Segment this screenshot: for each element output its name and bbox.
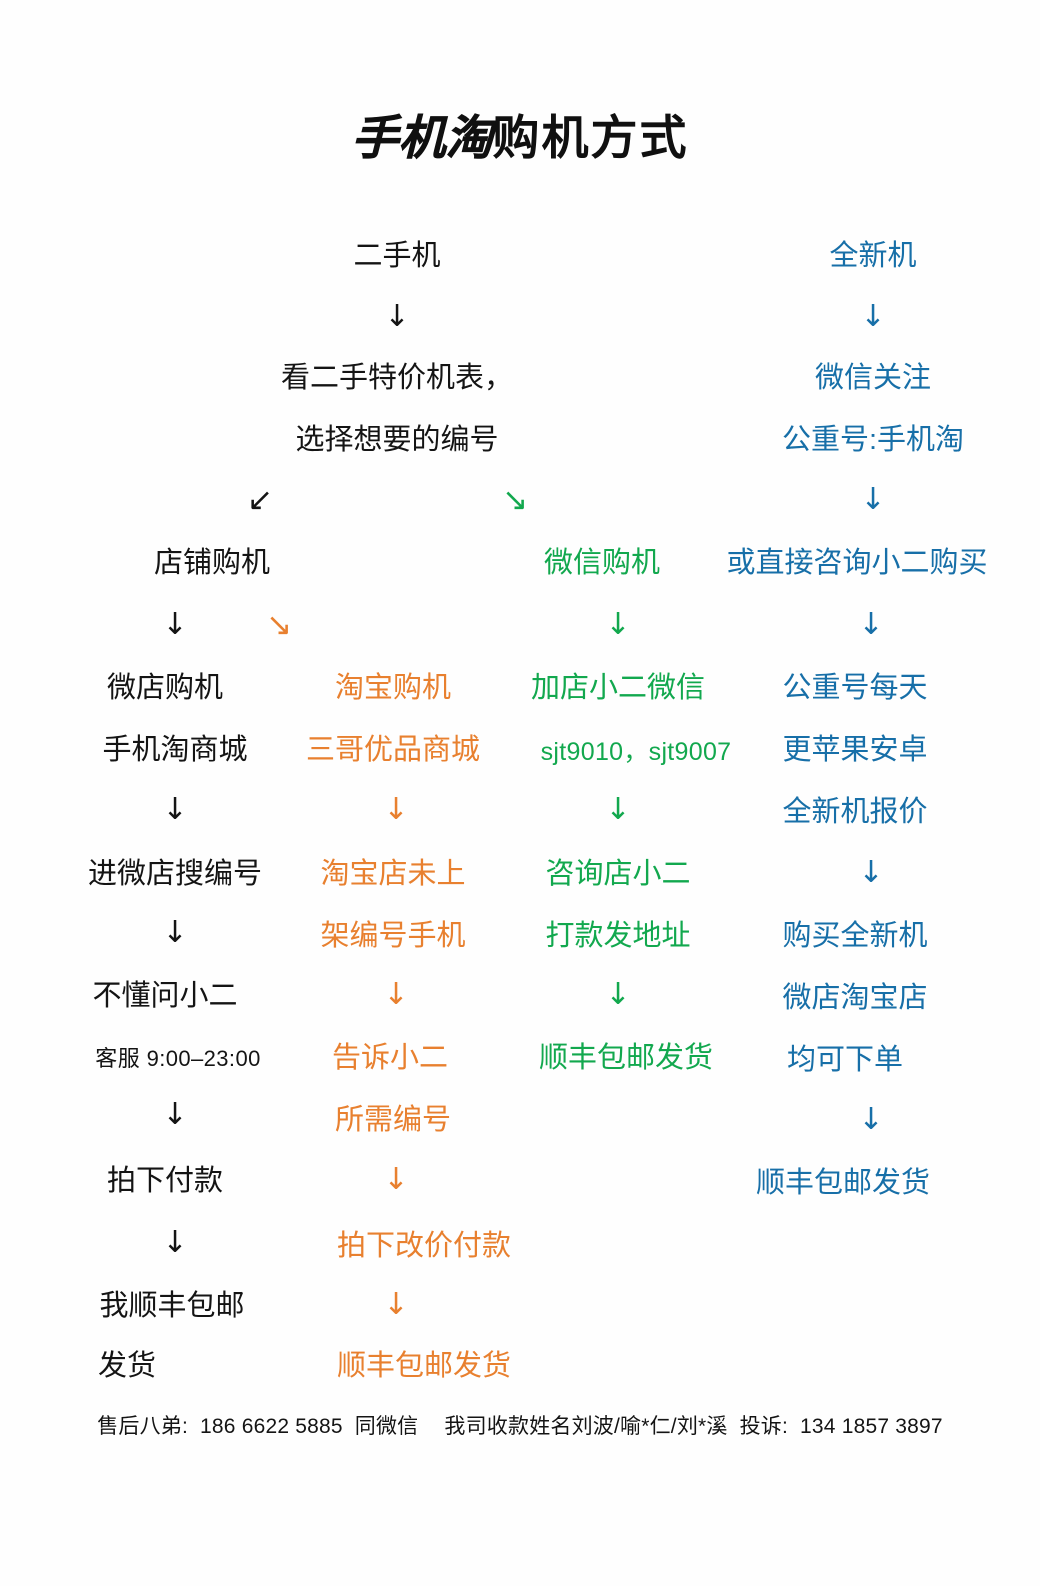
arrow-down-taobao-4: ↓	[383, 1287, 409, 1322]
node-weidian-step-4: 不懂问小二	[92, 980, 238, 1012]
footer-complaint-label: 投诉:	[739, 1415, 789, 1438]
node-newphone-step-3: 全新机报价	[782, 796, 928, 828]
node-store-purchase: 店铺购机	[153, 547, 271, 579]
page-title-brush-part: 手机淘	[351, 111, 493, 167]
node-newphone-step-4: 购买全新机	[782, 920, 928, 952]
arrow-down-weidian-3: ↓	[162, 1097, 188, 1132]
arrow-down-right-to-taobao: ↘	[266, 607, 292, 643]
node-weidian-step-7: 发货	[97, 1350, 157, 1382]
node-used-phone-heading: 二手机	[353, 240, 441, 272]
node-taobao-step-8: 顺丰包邮发货	[336, 1350, 512, 1382]
arrow-down-left-to-store: ↙	[247, 482, 273, 518]
footer-contact-line: 售后八弟: 186 6622 5885 同微信 我司收款姓名刘波/喻*仁/刘*溪投诉:…	[0, 1412, 1040, 1442]
footer-aftersales-note: 同微信	[354, 1415, 419, 1438]
arrow-down-to-wechat-col: ↓	[605, 607, 631, 642]
node-taobao-step-7: 拍下改价付款	[336, 1230, 512, 1262]
arrow-down-used-phone: ↓	[384, 299, 410, 334]
arrow-down-weidian-4: ↓	[162, 1225, 188, 1260]
arrow-down-wechat-2: ↓	[605, 977, 631, 1012]
node-taobao-step-4: 架编号手机	[320, 920, 466, 952]
node-weidian-step-2: 手机淘商城	[102, 734, 248, 766]
arrow-down-to-weidian: ↓	[162, 607, 188, 642]
node-newphone-step-7: 顺丰包邮发货	[755, 1167, 931, 1199]
node-new-phone-step-line2: 公重号:手机淘	[781, 424, 965, 456]
node-taobao-step-6: 所需编号	[334, 1104, 452, 1136]
arrow-down-taobao-3: ↓	[383, 1162, 409, 1197]
node-used-phone-step-line2: 选择想要的编号	[295, 424, 499, 456]
node-taobao-step-5: 告诉小二	[331, 1042, 449, 1074]
node-wechat-ids: sjt9010，sjt9007	[540, 738, 732, 766]
arrow-down-new-phone-2: ↓	[860, 482, 886, 517]
node-taobao-step-2: 三哥优品商城	[305, 734, 481, 766]
arrow-down-weidian-1: ↓	[162, 792, 188, 827]
node-wechat-purchase: 微信购机	[543, 547, 661, 579]
page-title-plain-part: 购机方式	[492, 111, 689, 164]
node-new-phone-step-line1: 微信关注	[814, 362, 932, 394]
node-weidian-step-3: 进微店搜编号	[87, 858, 263, 890]
node-new-phone-heading: 全新机	[829, 240, 917, 272]
footer-aftersales-phone: 186 6622 5885	[200, 1415, 343, 1438]
footer-complaint-phone: 134 1857 3897	[800, 1415, 943, 1438]
node-wechat-step-4: 顺丰包邮发货	[538, 1042, 714, 1074]
node-wechat-step-2: 咨询店小二	[545, 858, 691, 890]
footer-aftersales-label: 售后八弟:	[97, 1415, 189, 1438]
node-wechat-step-1: 加店小二微信	[530, 672, 706, 704]
node-newphone-step-1: 公重号每天	[782, 672, 928, 704]
node-taobao-step-1: 淘宝购机	[334, 672, 452, 704]
arrow-down-weidian-2: ↓	[162, 915, 188, 950]
arrow-down-newphone-1: ↓	[858, 855, 884, 890]
arrow-down-new-phone-1: ↓	[860, 299, 886, 334]
node-new-phone-direct-consult: 或直接咨询小二购买	[726, 547, 988, 579]
arrow-down-to-newphone-col: ↓	[858, 607, 884, 642]
arrow-down-wechat-1: ↓	[605, 792, 631, 827]
node-taobao-step-3: 淘宝店未上	[320, 858, 466, 890]
node-weidian-step-6: 我顺丰包邮	[99, 1290, 245, 1322]
node-weidian-step-1: 微店购机	[106, 672, 224, 704]
node-newphone-step-5: 微店淘宝店	[782, 982, 928, 1014]
footer-payee-text: 我司收款姓名刘波/喻*仁/刘*溪	[444, 1415, 728, 1438]
arrow-down-newphone-2: ↓	[858, 1102, 884, 1137]
arrow-down-taobao-1: ↓	[383, 792, 409, 827]
node-weidian-service-hours: 客服 9:00–23:00	[95, 1046, 261, 1071]
node-used-phone-step-line1: 看二手特价机表，	[280, 362, 514, 394]
page-title: 手机淘购机方式	[0, 108, 1040, 169]
node-weidian-step-5: 拍下付款	[106, 1165, 224, 1197]
arrow-down-taobao-2: ↓	[383, 977, 409, 1012]
node-newphone-step-6: 均可下单	[786, 1044, 904, 1076]
node-newphone-step-2: 更苹果安卓	[782, 734, 928, 766]
node-wechat-step-3: 打款发地址	[545, 920, 691, 952]
arrow-down-right-to-wechat: ↘	[502, 482, 528, 518]
